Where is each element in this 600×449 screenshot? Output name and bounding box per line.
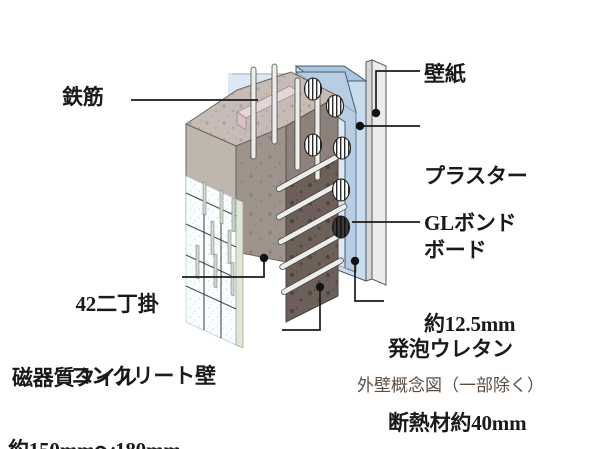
figure-caption: 外壁概念図（一部除く） — [357, 376, 544, 395]
label-wallpaper-text: 壁紙 — [424, 62, 466, 86]
label-plasterboard-line2: ボード — [424, 237, 487, 262]
label-rebar: 鉄筋 — [62, 85, 104, 110]
label-plasterboard: プラスター ボード 約12.5mm — [424, 115, 528, 385]
leader-urethane — [354, 262, 384, 302]
label-gl-bond-text: GLボンド — [424, 211, 517, 235]
leader-wallpaper — [375, 70, 420, 112]
layer-ceramic-tile — [185, 175, 244, 349]
rebar-vertical-bars — [250, 63, 321, 181]
label-urethane-line2: 断熱材約40mm — [388, 410, 527, 435]
label-concrete-line1: コンクリート壁 — [70, 364, 216, 389]
label-concrete-wall: コンクリート壁 約150mm〜180mm — [8, 315, 278, 449]
label-ceramic-tile: 42二丁掛 磁器質タイル — [12, 243, 222, 440]
label-plasterboard-line1: プラスター — [424, 164, 528, 189]
leader-lines — [131, 70, 420, 331]
label-urethane-line1: 発泡ウレタン — [388, 337, 513, 362]
leader-dots — [259, 108, 381, 292]
label-concrete-line2: 約150mm〜180mm — [8, 438, 278, 449]
label-urethane-insulation: 発泡ウレタン 断熱材約40mm — [388, 288, 527, 449]
leader-concrete — [282, 288, 321, 331]
label-tile-line1: 42二丁掛 — [75, 292, 159, 317]
rebar-horizontal-bars — [275, 152, 350, 296]
label-rebar-text: 鉄筋 — [62, 85, 104, 109]
label-wallpaper: 壁紙 — [424, 62, 466, 87]
leader-tile — [182, 259, 265, 278]
gl-bond-pads — [303, 77, 352, 239]
label-tile-line2: 磁器質タイル — [12, 365, 137, 390]
label-gl-bond: GLボンド — [424, 211, 517, 236]
label-plasterboard-line3: 約12.5mm — [424, 311, 516, 336]
